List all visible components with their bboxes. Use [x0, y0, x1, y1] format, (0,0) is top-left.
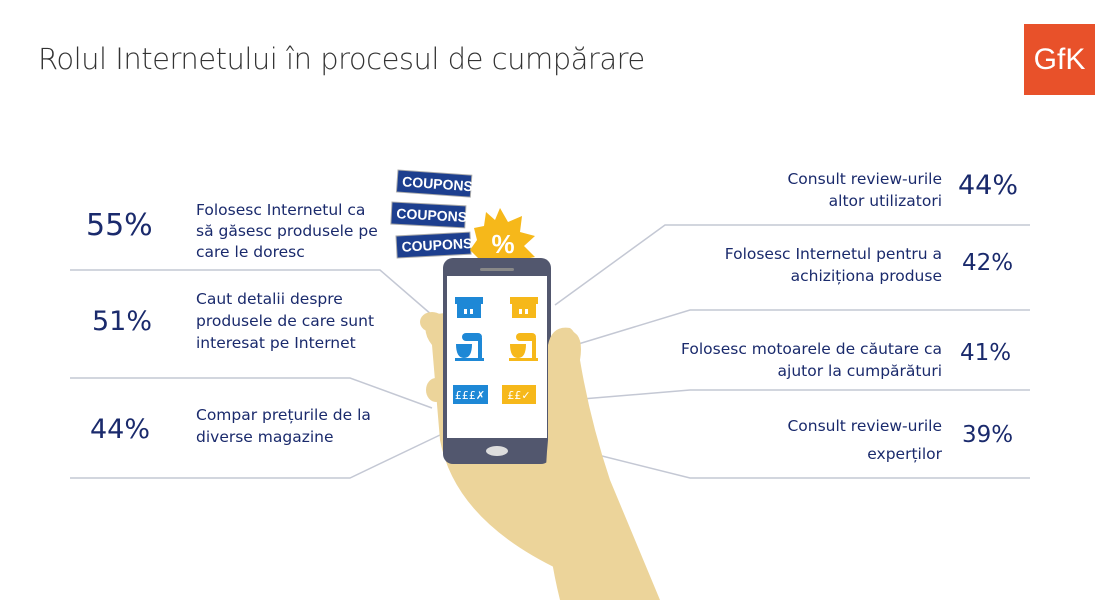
percent-icon: % — [491, 229, 514, 259]
coupons-icon: COUPONS COUPONS COUPONS — [390, 169, 474, 259]
stat-percent: 44% — [958, 170, 1019, 201]
connector-right-4 — [577, 449, 1030, 479]
page-title: Rolul Internetului în procesul de cumpăr… — [38, 42, 645, 76]
stat-label: Folosesc Internetul pentru a achiziționa… — [724, 245, 942, 285]
stat-label: Compar prețurile de la diverse magazine — [196, 406, 371, 446]
thumb-icon — [545, 327, 640, 600]
mixer-icon-yellow — [509, 333, 538, 361]
stat-label: Consult review-urile altor utilizatori — [787, 170, 942, 210]
store-icon-yellow — [510, 297, 538, 318]
connector-left-2 — [70, 377, 433, 409]
price-high-icon — [453, 385, 488, 404]
stat-percent: 39% — [962, 422, 1014, 448]
stat-label: Consult review-urile experților — [787, 417, 942, 463]
stat-percent: 55% — [86, 208, 153, 243]
stat-percent: 42% — [962, 250, 1014, 276]
stat-percent: 41% — [960, 340, 1012, 366]
stat-percent: 51% — [92, 306, 153, 337]
price-low-text: ££✓ — [507, 389, 530, 402]
connector-right-1 — [554, 224, 1030, 306]
connector-lines — [70, 224, 1030, 479]
stat-label: Folosesc Internetul ca să găsesc produse… — [196, 201, 378, 261]
price-low-icon — [502, 385, 536, 404]
price-high-text: £££✗ — [455, 389, 485, 402]
connector-right-2 — [574, 309, 1030, 346]
connector-right-3 — [569, 389, 1030, 401]
gfk-logo: GfK — [1024, 24, 1095, 95]
coupon-text: COUPONS — [401, 235, 473, 255]
store-icon-blue — [455, 297, 483, 318]
coupon-text: COUPONS — [396, 205, 468, 225]
stat-percent: 44% — [90, 414, 151, 445]
stat-label: Caut detalii despre produsele de care su… — [196, 290, 375, 352]
coupon-text: COUPONS — [402, 173, 474, 194]
connector-left-1 — [70, 269, 433, 316]
connector-left-3 — [70, 434, 441, 479]
stat-label: Folosesc motoarele de căutare ca ajutor … — [681, 340, 942, 380]
discount-badge-icon — [470, 208, 535, 268]
mixer-icon-blue — [455, 333, 484, 361]
